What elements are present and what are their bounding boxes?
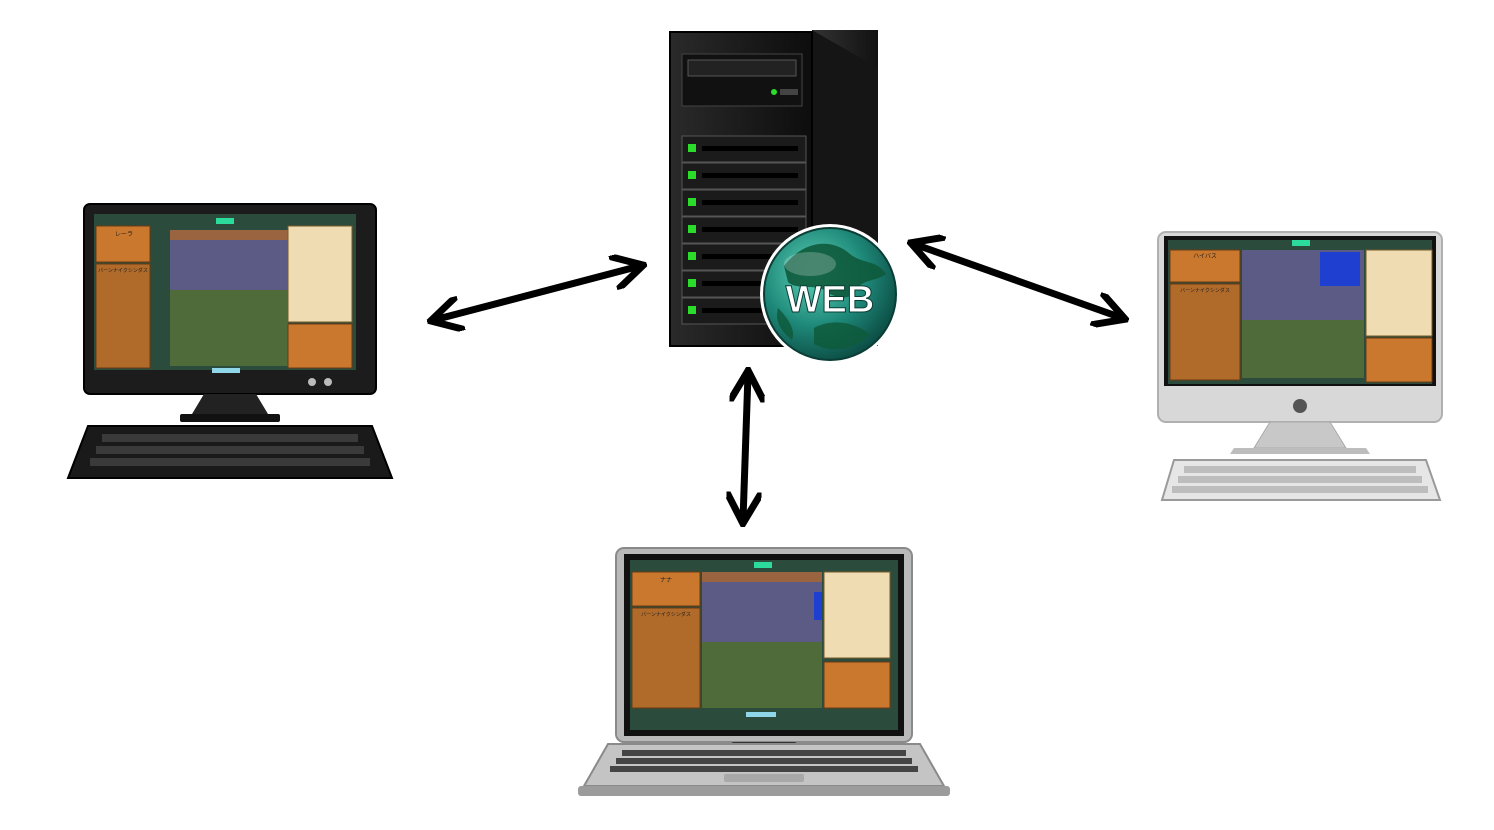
web-globe-icon: WEB: [760, 224, 900, 364]
client-laptop: ナナ バーンナイクシンダス: [574, 542, 958, 800]
monitor-stand: [192, 394, 268, 414]
trackpad: [724, 774, 804, 782]
server-power-led: [771, 89, 777, 95]
game-screen: ナナ バーンナイクシンダス: [631, 562, 891, 717]
panel-title: バーンナイクシンダス: [1180, 287, 1230, 294]
arrow-server-laptop: [743, 374, 748, 520]
arrow-server-imac: [914, 244, 1122, 318]
screen-title: レーラ: [115, 231, 133, 238]
client-imac-silver: ハイバス バーンナイクシンダス: [1150, 228, 1450, 508]
client-desktop-black: レーラ バーンナイクシンダス: [62, 202, 398, 488]
game-screen: ハイバス バーンナイクシンダス: [1169, 240, 1433, 383]
imac-logo: [1293, 399, 1307, 413]
panel-title: バーンナイクシンダス: [98, 267, 148, 274]
globe-label: WEB: [786, 279, 875, 321]
game-screen: レーラ バーンナイクシンダス: [95, 218, 353, 373]
arrow-server-desktop: [434, 266, 640, 320]
screen-title: ナナ: [660, 577, 672, 584]
panel-title: バーンナイクシンダス: [641, 611, 691, 618]
web-server: WEB: [664, 28, 914, 378]
screen-title: ハイバス: [1193, 253, 1217, 260]
